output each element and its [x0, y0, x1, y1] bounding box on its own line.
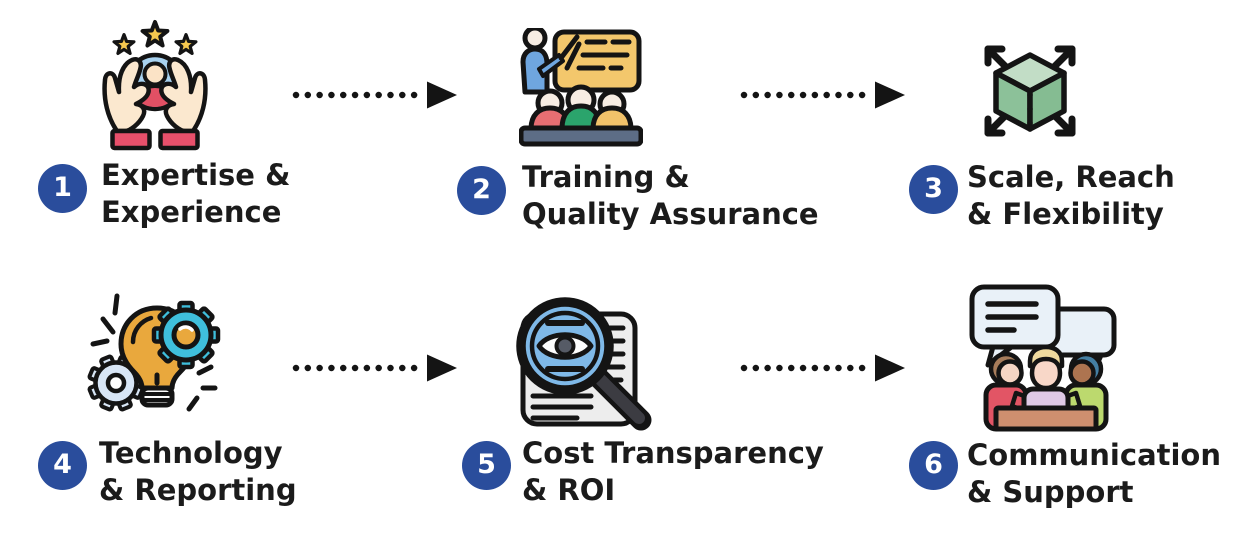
lightbulb-gears-icon	[86, 288, 228, 428]
step-label-line1: Technology	[99, 436, 283, 470]
step-label-line1: Scale, Reach	[967, 160, 1175, 194]
expand-cube-icon	[970, 31, 1090, 151]
step-number: 5	[477, 449, 496, 480]
step-5-label: Cost Transparency & ROI	[522, 435, 824, 509]
step-number: 3	[924, 173, 943, 204]
step-label-line2: & Support	[967, 475, 1134, 509]
step-2-number-badge: 2	[457, 166, 506, 215]
step-3-number-badge: 3	[909, 165, 958, 214]
people-meeting-chat-icon	[966, 281, 1126, 433]
dotted-arrow	[291, 78, 459, 112]
step-3-label: Scale, Reach & Flexibility	[967, 159, 1175, 233]
step-label-line1: Training &	[522, 160, 690, 194]
step-label-line1: Communication	[967, 438, 1222, 472]
step-label-line2: Experience	[101, 195, 282, 229]
dotted-arrow	[739, 351, 907, 385]
step-2-label: Training & Quality Assurance	[522, 159, 819, 233]
step-label-line1: Cost Transparency	[522, 436, 824, 470]
step-4-number-badge: 4	[38, 441, 87, 490]
step-number: 4	[53, 449, 72, 480]
step-number: 1	[53, 172, 72, 203]
step-label-line2: & Flexibility	[967, 197, 1164, 231]
step-5-number-badge: 5	[462, 441, 511, 490]
magnifier-eye-document-icon	[513, 286, 658, 434]
step-4-label: Technology & Reporting	[99, 435, 297, 509]
step-label-line2: Quality Assurance	[522, 197, 819, 231]
step-1-label: Expertise & Experience	[101, 157, 290, 231]
step-6-number-badge: 6	[909, 441, 958, 490]
step-label-line2: & ROI	[522, 473, 616, 507]
hands-holding-person-icon	[92, 18, 218, 155]
step-label-line1: Expertise &	[101, 158, 291, 192]
dotted-arrow	[291, 351, 459, 385]
step-6-label: Communication & Support	[967, 437, 1221, 511]
step-number: 2	[472, 174, 491, 205]
dotted-arrow	[739, 78, 907, 112]
step-label-line2: & Reporting	[99, 473, 297, 507]
training-presentation-icon	[519, 28, 643, 152]
step-number: 6	[924, 449, 943, 480]
step-1-number-badge: 1	[38, 164, 87, 213]
